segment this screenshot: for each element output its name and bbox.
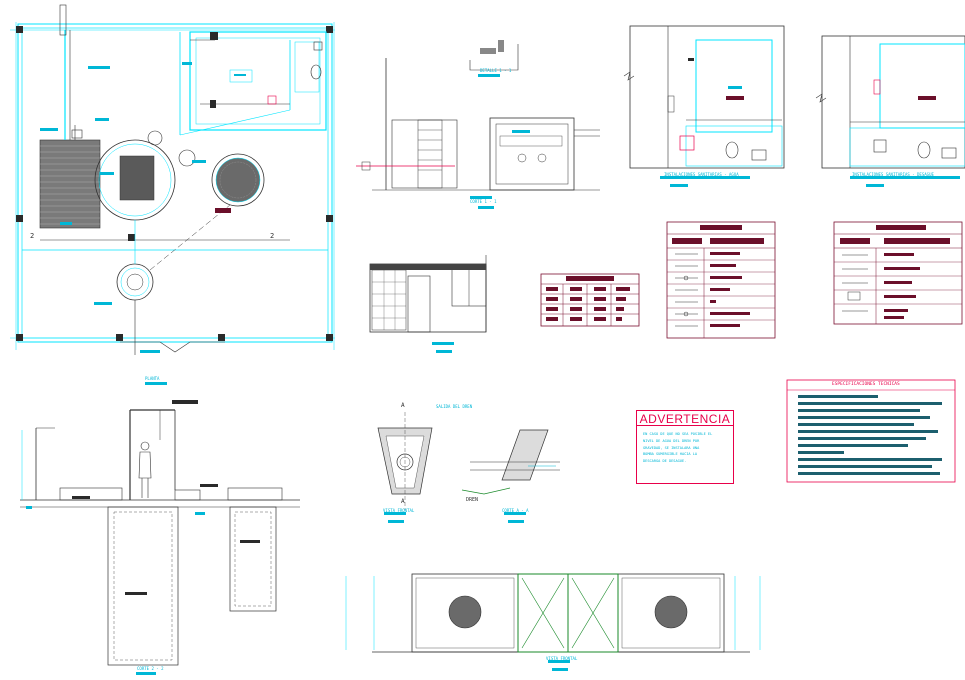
section-2-2 <box>20 400 300 675</box>
plan-view-title: PLANTA <box>145 376 160 381</box>
warning-box: ADVERTENCIA EN CASO DE QUE NO SEA POSIBL… <box>636 410 734 484</box>
legend-table-water <box>666 221 776 339</box>
cut-marker-a-bottom: A <box>401 498 405 505</box>
cut-marker-2-right: 2 <box>270 232 275 240</box>
cut-marker-a-top: A <box>401 402 405 409</box>
elevation-view <box>369 255 487 353</box>
water-plan-title: INSTALACIONES SANITARIAS - AGUA <box>664 172 739 177</box>
section-2-2-title: CORTE 2 - 2 <box>137 666 164 671</box>
sanitary-plan-drain <box>815 35 965 187</box>
section-1-1 <box>356 40 600 209</box>
cut-marker-2-left: 2 <box>30 232 35 240</box>
front-elevation <box>345 573 761 671</box>
plan-view <box>10 4 335 385</box>
drain-outlet-detail <box>377 412 560 523</box>
front-elevation-title: VISTA FRONTAL <box>546 656 578 661</box>
spec-box-title: ESPECIFICACIONES TECNICAS <box>832 382 900 387</box>
detail-1-1-title: DETALLE 1 - 1 <box>480 68 512 73</box>
warning-title: ADVERTENCIA <box>639 412 731 426</box>
section-1-1-title: CORTE 1 - 1 <box>470 199 497 204</box>
drain-label: DREN <box>466 497 479 503</box>
small-schedule-table <box>540 273 640 327</box>
section-a-a-title: CORTE A - A <box>502 508 529 513</box>
sanitary-plan-water <box>623 25 785 187</box>
specifications-box <box>786 379 956 483</box>
drain-outlet-title: SALIDA DEL DREN <box>436 404 473 409</box>
drain-plan-title: INSTALACIONES SANITARIAS - DESAGUE <box>852 172 934 177</box>
warning-text: EN CASO DE QUE NO SEA POSIBLE EL NIVEL D… <box>643 432 713 464</box>
outlet-front-title: VISTA FRONTAL <box>383 508 415 513</box>
warning-divider <box>637 425 733 426</box>
legend-table-drain <box>833 221 963 325</box>
